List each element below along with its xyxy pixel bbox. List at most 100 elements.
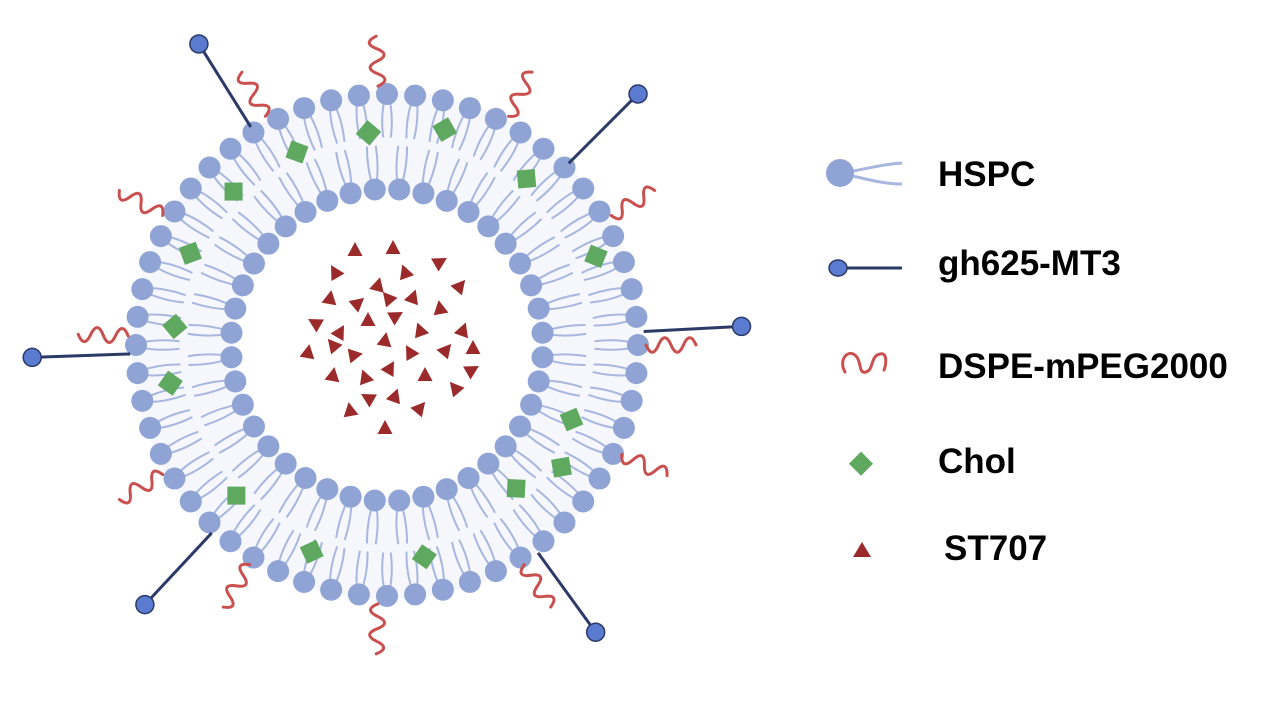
peptide-stalk — [143, 531, 213, 606]
cholesterol-layer — [157, 117, 608, 570]
lipid-head — [149, 442, 172, 465]
lipid-head — [267, 107, 290, 130]
lipid-head — [520, 274, 543, 297]
lipid-head — [257, 435, 280, 458]
lipid-head — [588, 200, 611, 223]
drug-triangle — [347, 242, 363, 256]
peptide-head — [189, 34, 209, 54]
lipid-head — [572, 177, 595, 200]
lipid-head — [274, 215, 297, 238]
lipid-head — [131, 278, 154, 301]
lipid-head — [431, 89, 454, 112]
drug-triangle — [360, 312, 376, 326]
lipid-head — [231, 274, 254, 297]
lipid-head — [435, 189, 458, 212]
lipid-head — [404, 583, 427, 606]
drug-triangle — [369, 277, 384, 293]
lipid-head — [320, 578, 343, 601]
lipid-head — [293, 97, 316, 120]
lipid-head — [509, 252, 532, 275]
lipid-head — [231, 393, 254, 416]
lipid-head — [484, 107, 507, 130]
lipid-head — [388, 489, 411, 512]
lipid-head — [404, 84, 427, 107]
cholesterol-diamond — [224, 182, 243, 201]
lipid-head — [509, 121, 532, 144]
lipid-head — [458, 570, 481, 593]
lipid-head — [457, 467, 480, 490]
drug-triangle — [453, 322, 468, 339]
lipid-head — [131, 389, 154, 412]
lipid-head — [602, 225, 625, 248]
drug-triangle — [299, 344, 315, 360]
drug-triangle — [465, 340, 481, 354]
drug-triangle — [343, 402, 359, 418]
lipid-head — [274, 452, 297, 475]
peg-chain — [221, 562, 252, 609]
lipid-head — [620, 278, 643, 301]
cholesterol-diamond — [157, 370, 183, 396]
lipid-head — [553, 511, 576, 534]
peg-chain — [620, 452, 669, 478]
drug-triangle — [308, 319, 324, 333]
lipid-head — [257, 232, 280, 255]
drug-triangle — [436, 343, 452, 360]
cholesterol-diamond — [178, 241, 202, 265]
drug-triangle — [415, 322, 430, 339]
lipid-head — [293, 570, 316, 593]
peg-chain — [507, 70, 534, 118]
cholesterol-diamond — [559, 407, 584, 432]
drug-triangle — [382, 291, 398, 308]
lipid-head — [363, 178, 386, 201]
lipid-head — [126, 305, 149, 328]
lipid-head — [376, 585, 398, 607]
drug-triangle — [377, 420, 393, 434]
lipid-head — [219, 137, 242, 160]
peptide-head — [135, 594, 155, 615]
lipid-head — [494, 232, 517, 255]
lipid-head — [242, 121, 265, 144]
lipid-head — [612, 251, 635, 274]
cholesterol-diamond — [584, 244, 608, 269]
legend: HSPC gh625-MT3 DSPE-mPEG2000 Chol ST707 — [826, 155, 1228, 568]
lipid-head — [520, 393, 543, 416]
cholesterol-diamond — [551, 456, 572, 478]
lipid-head — [242, 252, 265, 275]
lipid-head — [477, 452, 500, 475]
drug-triangle — [348, 297, 365, 313]
lipid-head — [435, 478, 458, 501]
lipid-head — [339, 485, 362, 508]
drug-triangle — [385, 240, 401, 254]
drug-triangle — [403, 289, 418, 306]
lipid-head — [612, 416, 635, 439]
peg-icon — [841, 351, 888, 374]
drug-triangle — [449, 381, 465, 398]
lipid-head — [220, 346, 243, 369]
lipid-head — [509, 546, 532, 569]
lipid-head — [531, 346, 554, 369]
peg-chain — [236, 70, 271, 118]
lipid-head — [219, 530, 242, 553]
lipid-head — [412, 182, 435, 205]
diamond-icon — [848, 451, 874, 476]
cholesterol-diamond — [299, 539, 324, 564]
peg-chain — [117, 189, 165, 217]
cholesterol-diamond — [411, 544, 437, 570]
drug-triangle — [330, 325, 344, 341]
lipid-head — [531, 321, 554, 344]
peg-chain — [117, 469, 165, 505]
lipid-head — [149, 225, 172, 248]
lipid-head — [179, 490, 202, 513]
drug-triangle — [433, 300, 449, 316]
lipid-icon — [826, 159, 903, 187]
legend-label-st707: ST707 — [944, 529, 1047, 568]
peg-chain — [519, 563, 556, 609]
lipid-head — [139, 416, 162, 439]
lipid-head — [431, 578, 454, 601]
lipid-bilayer — [125, 83, 649, 607]
lipid-head — [294, 200, 317, 223]
peg-chain — [76, 326, 130, 344]
cholesterol-diamond — [162, 313, 188, 340]
drug-core — [299, 240, 481, 434]
